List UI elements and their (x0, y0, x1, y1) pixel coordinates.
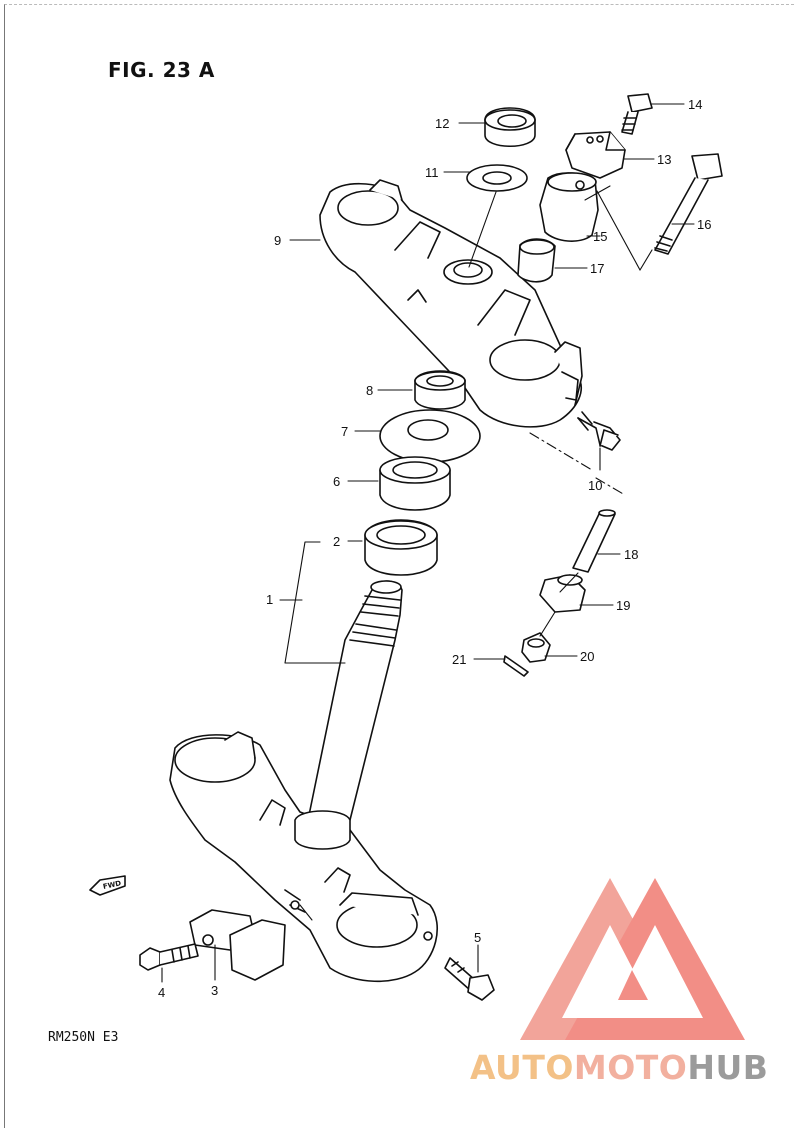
callout-15: 15 (593, 229, 607, 244)
washer-part (466, 164, 528, 192)
stem-head-nut-part (484, 107, 536, 147)
guide-bolt-part (139, 943, 199, 971)
callout-14: 14 (688, 97, 702, 112)
cable-guide-part (189, 909, 286, 981)
callout-6: 6 (333, 474, 340, 489)
callout-11: 11 (425, 165, 439, 180)
figure-title: FIG. 23 A (108, 58, 215, 82)
watermark-text: AUTOMOTOHUB (470, 1048, 768, 1087)
upper-bracket-part (319, 179, 583, 428)
upper-clamp-bolt-part (577, 411, 621, 451)
callout-17: 17 (590, 261, 604, 276)
cotter-pin-part (503, 655, 529, 677)
callout-9: 9 (274, 233, 281, 248)
callout-18: 18 (624, 547, 638, 562)
fwd-label: FWD (102, 879, 122, 891)
lower-bracket-part (169, 731, 438, 983)
watermark-logo (520, 878, 745, 1040)
watermark-moto: MOTO (573, 1048, 688, 1087)
stem-lock-nut-part (414, 370, 466, 410)
lower-bearing-part (364, 519, 438, 576)
collar-part (572, 509, 616, 573)
callout-12: 12 (435, 116, 449, 131)
lower-holder-part (539, 172, 599, 242)
callout-19: 19 (616, 598, 630, 613)
page-frame (4, 4, 794, 1128)
upper-bearing-part (379, 456, 451, 511)
fwd-arrow-icon (89, 875, 126, 896)
callout-13: 13 (657, 152, 671, 167)
lower-clamp-bolt-part (444, 957, 495, 1001)
callout-8: 8 (366, 383, 373, 398)
holder-mount-bolt-part (654, 153, 723, 255)
steering-stem-part (307, 580, 403, 821)
watermark-hub: HUB (687, 1048, 769, 1087)
callout-1: 1 (266, 592, 273, 607)
callout-10: 10 (588, 478, 602, 493)
callout-3: 3 (211, 983, 218, 998)
callout-4: 4 (158, 985, 165, 1000)
lower-cushion-part (539, 574, 586, 613)
callout-5: 5 (474, 930, 481, 945)
callout-16: 16 (697, 217, 711, 232)
callout-21: 21 (452, 652, 466, 667)
upper-holder-part (565, 131, 626, 179)
callout-7: 7 (341, 424, 348, 439)
holder-bolt-part (621, 93, 653, 135)
callout-2: 2 (333, 534, 340, 549)
callout-20: 20 (580, 649, 594, 664)
nut-part (521, 632, 551, 663)
damper-cushion-part (517, 238, 556, 283)
model-code: RM250N E3 (48, 1030, 119, 1045)
leader-lines (161, 103, 695, 983)
watermark-auto: AUTO (470, 1048, 574, 1087)
dust-seal-washer-part (379, 409, 481, 463)
callout-numbers: 1 2 3 4 5 6 7 8 9 10 11 12 13 14 15 16 1… (102, 97, 711, 1000)
